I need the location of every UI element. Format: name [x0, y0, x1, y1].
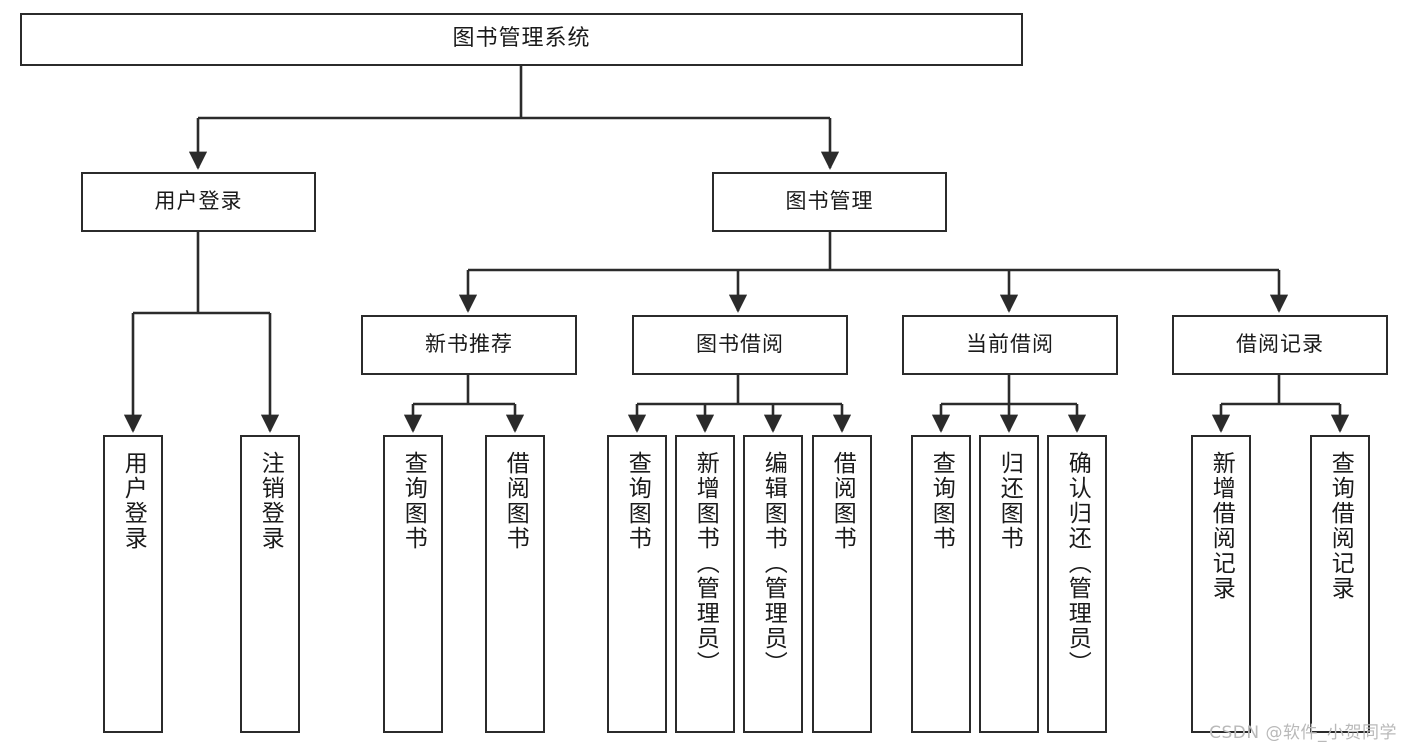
leaf-edit-book-admin[interactable]: 编辑图书（管理员） — [743, 435, 803, 733]
node-label: 借阅图书 — [829, 451, 856, 551]
node-new-book-recommend[interactable]: 新书推荐 — [361, 315, 577, 375]
node-label: 新增图书（管理员） — [692, 451, 719, 676]
node-borrow-record[interactable]: 借阅记录 — [1172, 315, 1388, 375]
node-label: 借阅图书 — [502, 451, 529, 551]
node-label: 用户登录 — [120, 451, 147, 551]
leaf-logout[interactable]: 注销登录 — [240, 435, 300, 733]
node-book-management[interactable]: 图书管理 — [712, 172, 947, 232]
node-label: 图书管理 — [785, 189, 874, 214]
node-label: 确认归还（管理员） — [1064, 451, 1091, 676]
leaf-user-login[interactable]: 用户登录 — [103, 435, 163, 733]
node-label: 借阅记录 — [1236, 332, 1324, 357]
node-book-borrow[interactable]: 图书借阅 — [632, 315, 848, 375]
leaf-query-book-borrow[interactable]: 查询图书 — [607, 435, 667, 733]
node-label: 图书管理系统 — [452, 26, 591, 52]
node-user-login[interactable]: 用户登录 — [81, 172, 316, 232]
leaf-borrow-book-recommend[interactable]: 借阅图书 — [485, 435, 545, 733]
leaf-borrow-book[interactable]: 借阅图书 — [812, 435, 872, 733]
node-label: 编辑图书（管理员） — [760, 451, 787, 676]
node-label: 查询图书 — [624, 451, 651, 551]
node-label: 图书借阅 — [696, 332, 784, 357]
node-label: 当前借阅 — [966, 332, 1054, 357]
csdn-watermark: CSDN @软件_小贺同学 — [1209, 723, 1397, 743]
node-label: 注销登录 — [257, 451, 284, 551]
node-root-book-management-system[interactable]: 图书管理系统 — [20, 13, 1023, 66]
node-label: 用户登录 — [154, 189, 243, 214]
node-label: 查询图书 — [928, 451, 955, 551]
leaf-query-book-current[interactable]: 查询图书 — [911, 435, 971, 733]
node-label: 新书推荐 — [425, 332, 513, 357]
node-label: 新增借阅记录 — [1208, 451, 1235, 601]
leaf-query-book-recommend[interactable]: 查询图书 — [383, 435, 443, 733]
leaf-add-borrow-record[interactable]: 新增借阅记录 — [1191, 435, 1251, 733]
leaf-add-book-admin[interactable]: 新增图书（管理员） — [675, 435, 735, 733]
leaf-confirm-return-admin[interactable]: 确认归还（管理员） — [1047, 435, 1107, 733]
leaf-return-book[interactable]: 归还图书 — [979, 435, 1039, 733]
node-label: 查询图书 — [400, 451, 427, 551]
node-label: 归还图书 — [996, 451, 1023, 551]
node-current-borrow[interactable]: 当前借阅 — [902, 315, 1118, 375]
node-label: 查询借阅记录 — [1327, 451, 1354, 601]
leaf-query-borrow-record[interactable]: 查询借阅记录 — [1310, 435, 1370, 733]
